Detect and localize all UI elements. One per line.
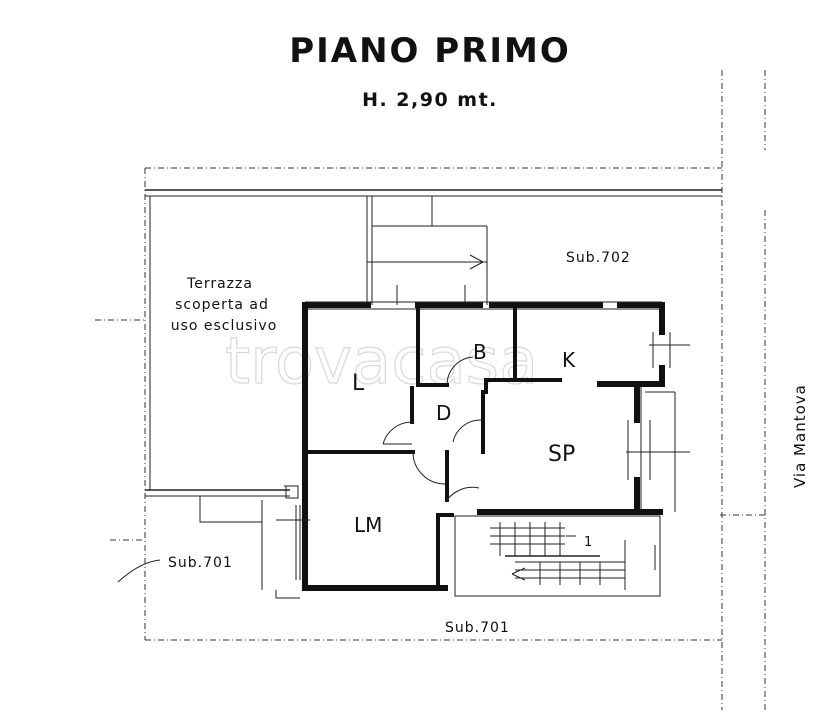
watermark: trovacasa [225, 325, 538, 399]
boundary-lines [95, 70, 766, 712]
room-D: D [436, 401, 451, 425]
sub701-bottom-label: Sub.701 [445, 620, 510, 636]
upper-landing [366, 196, 488, 305]
sub701-left-label: Sub.701 [168, 555, 233, 571]
room-K: K [562, 348, 576, 372]
staircase [454, 515, 661, 597]
plan-title: PIANO PRIMO [289, 31, 571, 71]
terrace-label-3: uso esclusivo [171, 318, 278, 334]
windows [276, 332, 690, 580]
terrace-label-2: scoperta ad [175, 297, 269, 313]
exterior-walls [302, 301, 665, 591]
interior-walls [303, 303, 562, 590]
height-note: H. 2,90 mt. [362, 89, 498, 111]
room-L: L [352, 371, 365, 396]
room-SP: SP [548, 442, 575, 467]
lower-entrance [117, 485, 300, 599]
sub702-label: Sub.702 [566, 250, 631, 266]
terrace-outline [145, 189, 722, 523]
room-LM: LM [354, 513, 382, 537]
room-B: B [473, 340, 487, 364]
street-label: Via Mantova [791, 384, 809, 488]
stair-mark: 1 [584, 535, 592, 550]
door-swings [382, 356, 482, 501]
terrace-label-1: Terrazza [186, 276, 253, 292]
